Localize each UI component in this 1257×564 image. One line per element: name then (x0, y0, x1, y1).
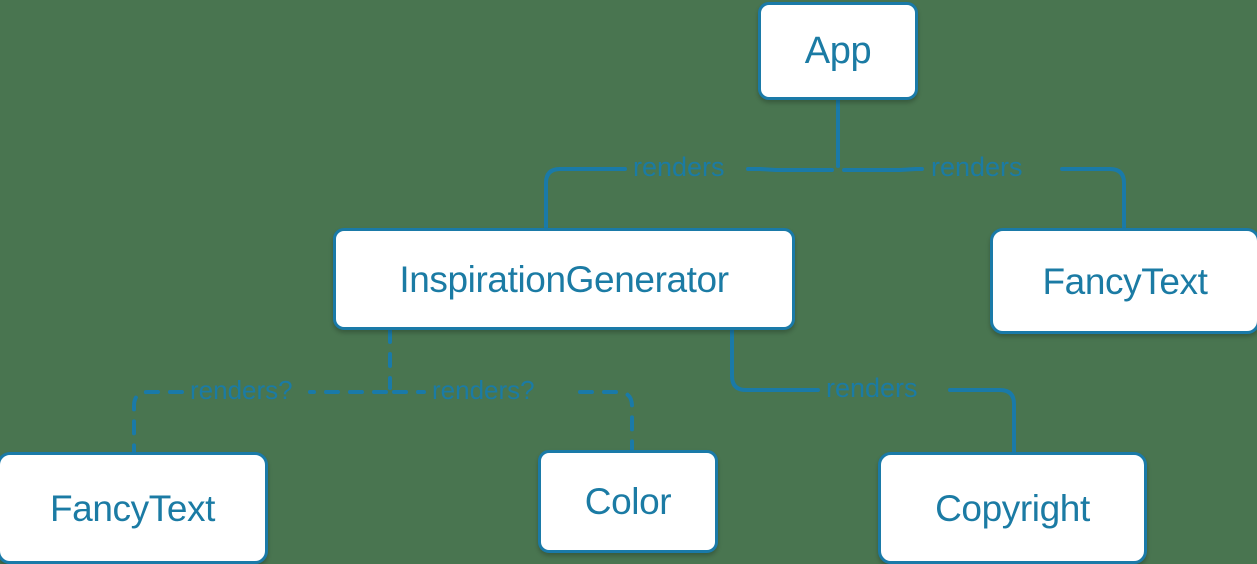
edge-label-renders-inspirationgenerator-copyright: renders (826, 373, 918, 403)
edge-inspirationgenerator-to-copyright (730, 328, 820, 392)
node-fancytext-left[interactable]: FancyText (0, 452, 268, 564)
edge-inspirationgenerator-to-color-dashed-tail (578, 390, 634, 452)
node-fancytext-right[interactable]: FancyText (990, 228, 1257, 334)
node-fancytext-right-label: FancyText (1042, 260, 1208, 302)
node-copyright-label: Copyright (935, 487, 1090, 529)
node-color[interactable]: Color (538, 450, 718, 553)
edge-app-to-fancytext-tail (1060, 167, 1126, 230)
node-inspirationgenerator-label: InspirationGenerator (399, 258, 729, 300)
edge-app-to-inspirationgenerator-tail (544, 167, 627, 230)
edge-label-renders-app-inspirationgenerator: renders (633, 152, 725, 182)
node-app[interactable]: App (758, 2, 918, 100)
node-color-label: Color (584, 481, 672, 522)
node-copyright[interactable]: Copyright (878, 452, 1147, 564)
edge-inspirationgenerator-to-fancytext-dashed-tail (132, 390, 184, 454)
edge-app-to-inspirationgenerator (746, 167, 834, 172)
node-app-label: App (804, 30, 872, 72)
edge-label-renders-q-fancytext: renders? (190, 375, 293, 405)
node-inspirationgenerator[interactable]: InspirationGenerator (333, 228, 795, 330)
edge-label-renders-q-color: renders? (432, 375, 535, 405)
edge-label-renders-app-fancytext: renders (931, 152, 1023, 182)
edge-inspirationgenerator-to-copyright-tail (948, 388, 1016, 454)
node-fancytext-left-label: FancyText (49, 487, 215, 529)
edge-app-to-fancytext (842, 167, 924, 172)
